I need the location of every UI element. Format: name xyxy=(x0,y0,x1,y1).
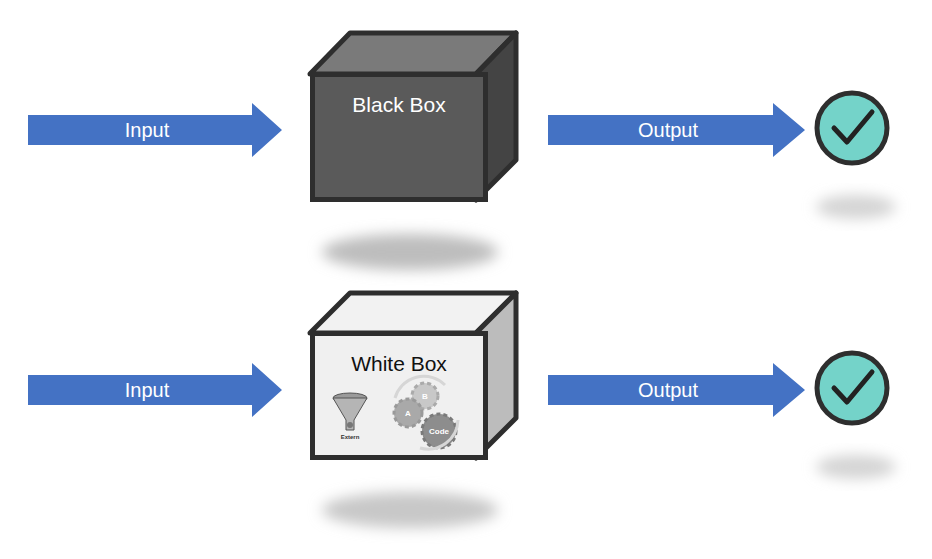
shadow xyxy=(322,234,498,270)
box-title: White Box xyxy=(315,352,483,376)
input-arrow xyxy=(28,363,282,417)
shadow xyxy=(816,195,896,219)
black-box: Black Box xyxy=(310,72,488,202)
output-arrow xyxy=(548,363,805,417)
arrow-label: Output xyxy=(638,379,698,402)
arrow-label: Input xyxy=(125,119,169,142)
shadow xyxy=(322,492,498,528)
white-box: White Box xyxy=(310,331,488,460)
shadow xyxy=(816,455,896,479)
arrow-label: Output xyxy=(638,119,698,142)
icon-text: Code xyxy=(429,427,449,436)
input-arrow xyxy=(28,103,282,157)
icon-text: Extern xyxy=(341,434,360,440)
check-icon xyxy=(817,93,887,163)
check-icon xyxy=(817,353,887,423)
icon-text: B xyxy=(422,392,428,401)
arrow-label: Input xyxy=(125,379,169,402)
box-title: Black Box xyxy=(315,93,483,117)
output-arrow xyxy=(548,103,805,157)
icon-text: A xyxy=(405,409,411,418)
